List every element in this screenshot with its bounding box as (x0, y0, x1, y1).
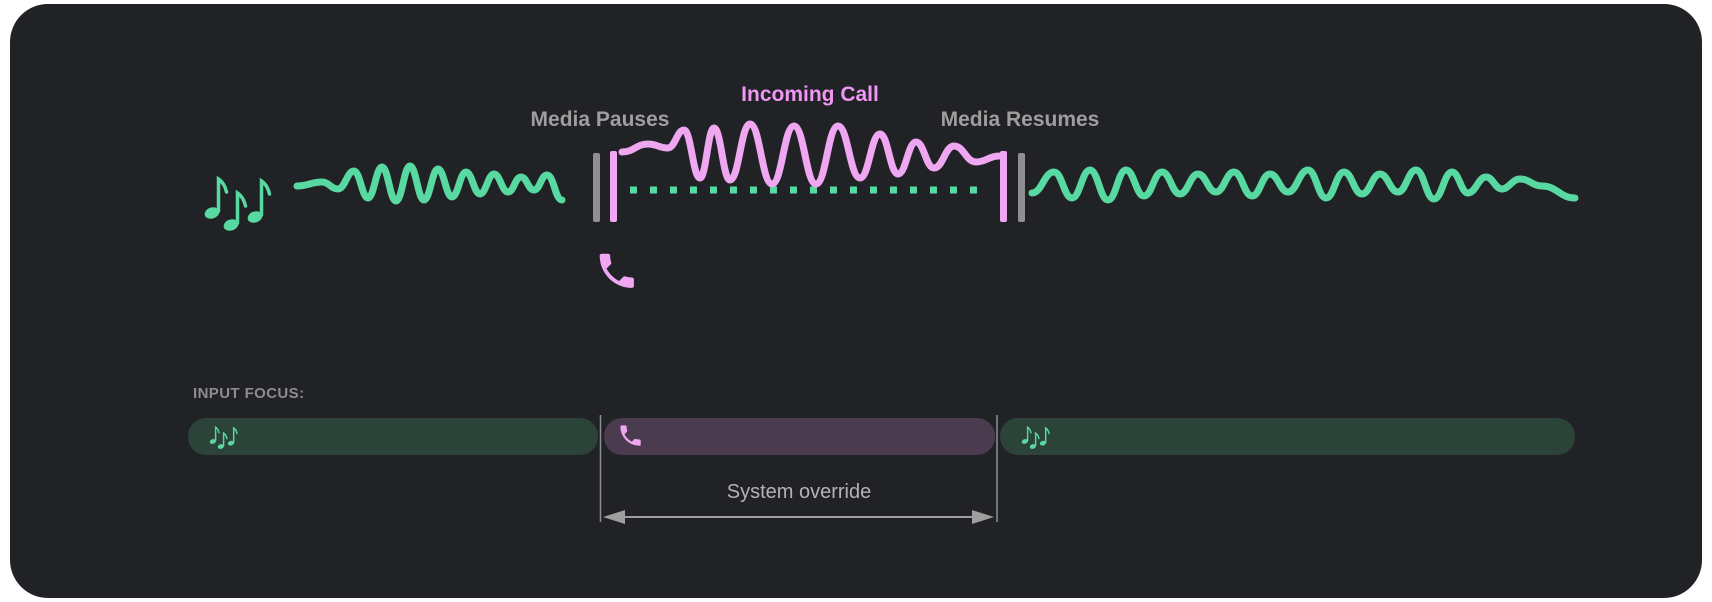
incoming-call-label: Incoming Call (741, 83, 879, 106)
input-focus-heading: INPUT FOCUS: (193, 385, 305, 402)
focus-bar-media-before (188, 418, 598, 455)
focus-bar-media-after (1000, 418, 1575, 455)
media-resumes-label: Media Resumes (940, 108, 1100, 131)
media-pauses-label: Media Pauses (530, 108, 670, 131)
focus-bar-call (604, 418, 995, 455)
system-override-label: System override (726, 481, 872, 503)
dark-panel (10, 4, 1702, 598)
